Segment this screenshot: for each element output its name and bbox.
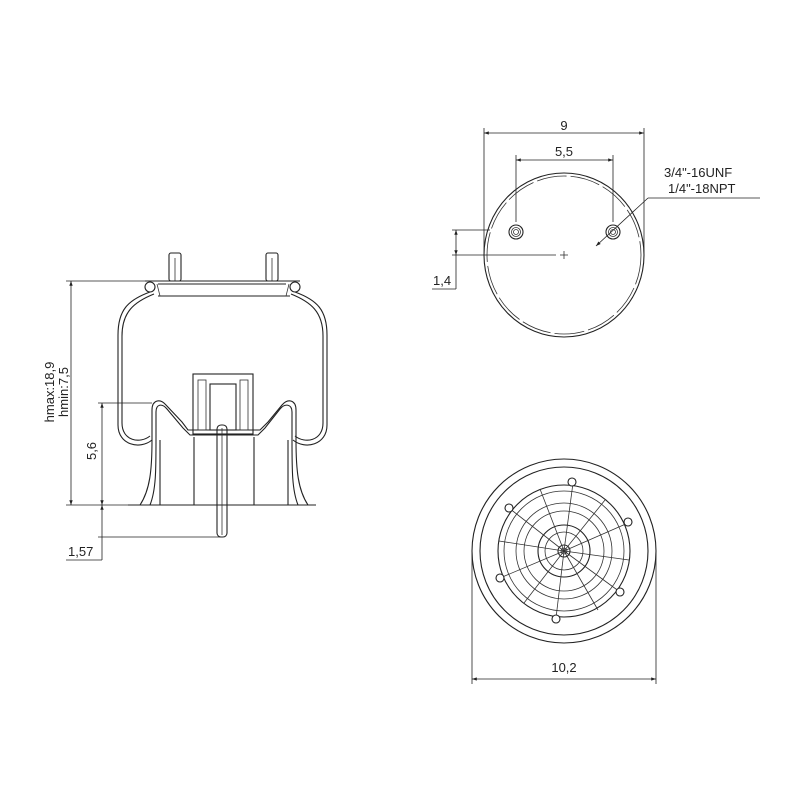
top-dimensions (432, 128, 760, 290)
top-studs (168, 252, 279, 282)
piston (128, 400, 316, 506)
bead-plate (144, 280, 301, 297)
bumper-and-pin (192, 373, 254, 538)
height-min-label: hmin:7,5 (56, 367, 71, 417)
center-mark (560, 251, 568, 259)
base-width-label: 10,2 (551, 660, 576, 675)
piston-height-label: 5,6 (84, 442, 99, 460)
top-view: 9 5,5 1,4 3/4"-16UNF 1/4"-18NPT (432, 118, 760, 338)
thread-spec-1-label: 3/4"-16UNF (664, 165, 732, 180)
side-dimensions (66, 280, 222, 561)
pin-offset-label: 1,57 (68, 544, 93, 559)
bottom-dimensions (471, 551, 657, 684)
stud-offset-label: 1,4 (433, 273, 451, 288)
stud-spacing-label: 5,5 (555, 144, 573, 159)
bottom-view: 10,2 (471, 458, 657, 684)
stud-left (508, 224, 524, 240)
side-view: hmax:18,9 hmin:7,5 5,6 1,57 (42, 252, 328, 561)
piston-base-ribs (495, 477, 633, 624)
thread-spec-2-label: 1/4"-18NPT (668, 181, 736, 196)
overall-width-label: 9 (560, 118, 567, 133)
stud-right-air-fitting (605, 224, 621, 240)
height-max-label: hmax:18,9 (42, 362, 57, 423)
rubber-bellow (117, 291, 328, 446)
